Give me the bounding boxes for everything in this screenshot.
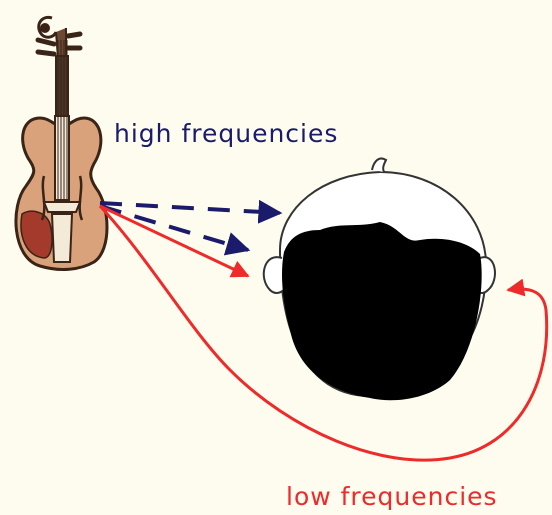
low-frequency-arrows bbox=[98, 204, 549, 462]
high-frequencies-label: high frequencies bbox=[114, 119, 339, 148]
low-arrow-around bbox=[98, 204, 549, 462]
high-arrow-lower bbox=[99, 204, 251, 256]
low-frequencies-label: low frequencies bbox=[286, 482, 498, 511]
low-arrow-direct bbox=[99, 204, 250, 278]
head-icon bbox=[262, 157, 496, 401]
high-frequency-arrows bbox=[99, 199, 283, 256]
violin-icon bbox=[14, 15, 109, 271]
high-arrow-upper bbox=[99, 199, 283, 224]
